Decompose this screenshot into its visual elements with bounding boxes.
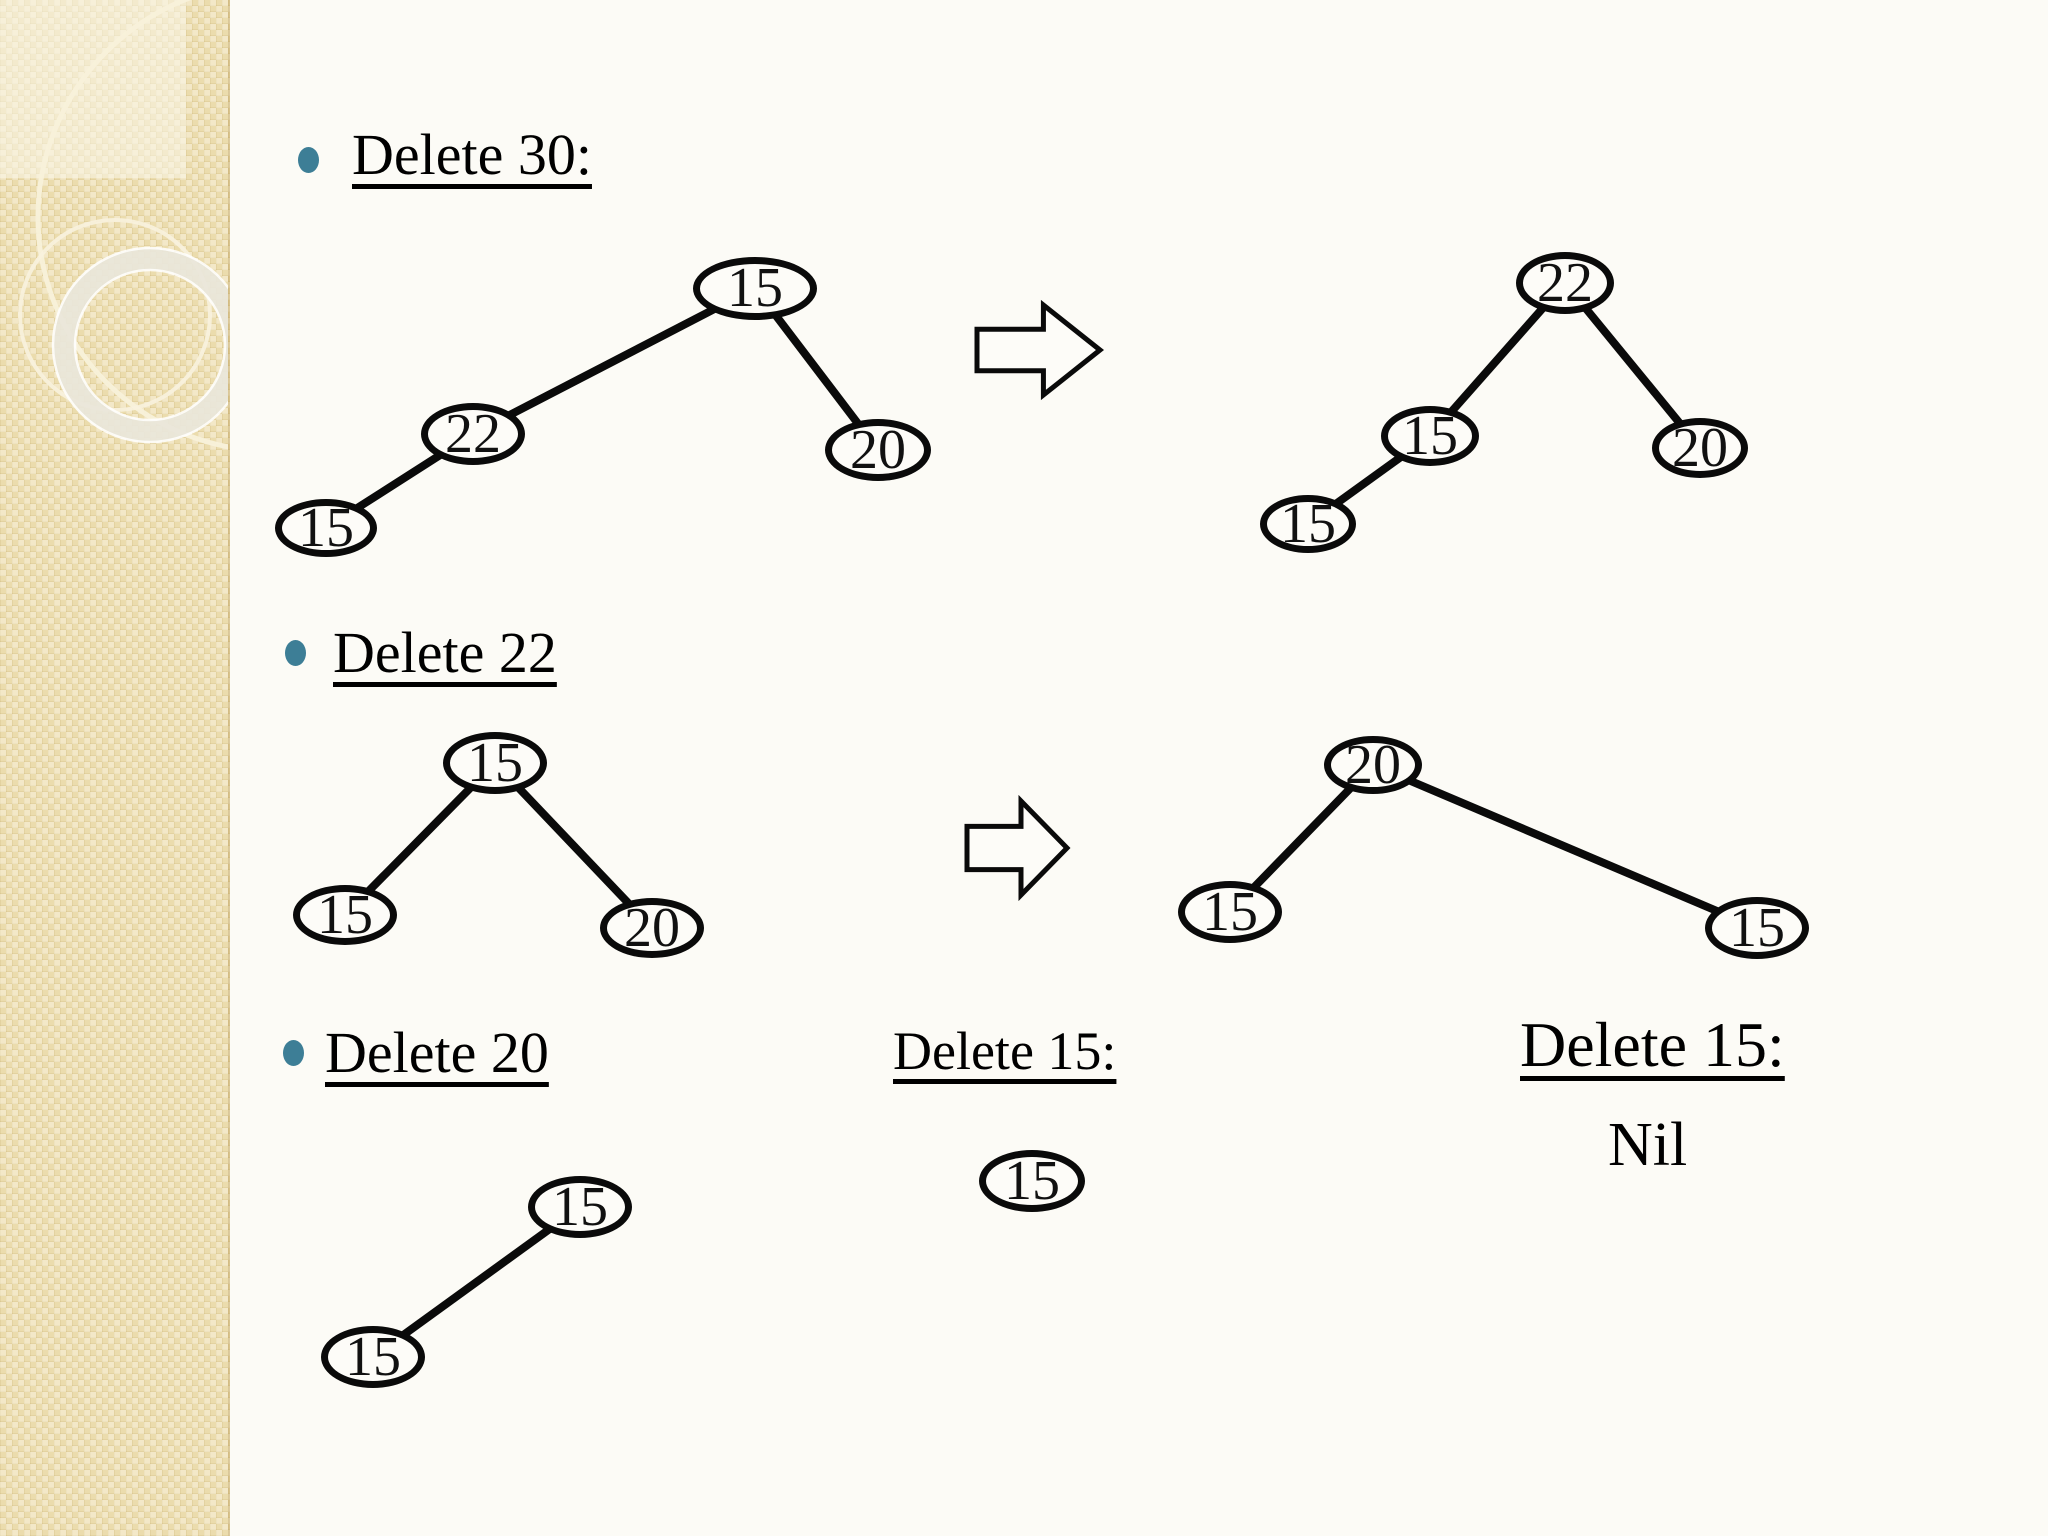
tree-edge bbox=[1371, 761, 1759, 932]
tree-node-20: 20 bbox=[1324, 734, 1422, 796]
tree-node-15: 15 bbox=[321, 1326, 425, 1388]
tree-edge bbox=[370, 1203, 583, 1361]
tree-node-20: 20 bbox=[1652, 417, 1748, 479]
tree-node-15: 15 bbox=[275, 497, 377, 559]
tree-node-15: 15 bbox=[443, 732, 547, 794]
bullet-label-delete-20: Delete 20 bbox=[325, 1020, 549, 1085]
tree-node-15: 15 bbox=[1178, 881, 1282, 943]
tree-node-15: 15 bbox=[1705, 897, 1809, 959]
bullet-icon bbox=[285, 640, 306, 666]
bullet-icon bbox=[298, 147, 319, 173]
tree-node-15: 15 bbox=[293, 884, 397, 946]
tree-edge bbox=[492, 760, 655, 931]
heading-delete-15-mid: Delete 15: bbox=[893, 1021, 1117, 1081]
nil-label: Nil bbox=[1608, 1111, 1688, 1179]
tree-edge bbox=[471, 284, 757, 438]
transform-arrow-icon bbox=[974, 299, 1105, 401]
bullet-icon bbox=[283, 1040, 304, 1066]
transform-arrow-icon bbox=[964, 794, 1071, 902]
tree-node-15: 15 bbox=[693, 256, 817, 320]
tree-node-15: 15 bbox=[1381, 405, 1479, 467]
tree-node-20: 20 bbox=[600, 897, 704, 959]
tree-node-15: 15 bbox=[979, 1150, 1085, 1212]
bullet-label-delete-30: Delete 30: bbox=[352, 122, 592, 187]
tree-node-15: 15 bbox=[528, 1176, 632, 1238]
tree-node-15: 15 bbox=[1260, 493, 1356, 555]
tree-node-20: 20 bbox=[825, 419, 931, 481]
bullet-label-delete-22: Delete 22 bbox=[333, 620, 557, 685]
heading-delete-15-right: Delete 15: bbox=[1520, 1009, 1785, 1080]
tree-node-22: 22 bbox=[1516, 252, 1614, 314]
decorative-circles bbox=[0, 0, 228, 450]
sidebar-decoration bbox=[0, 0, 230, 1536]
tree-node-22: 22 bbox=[421, 403, 525, 465]
